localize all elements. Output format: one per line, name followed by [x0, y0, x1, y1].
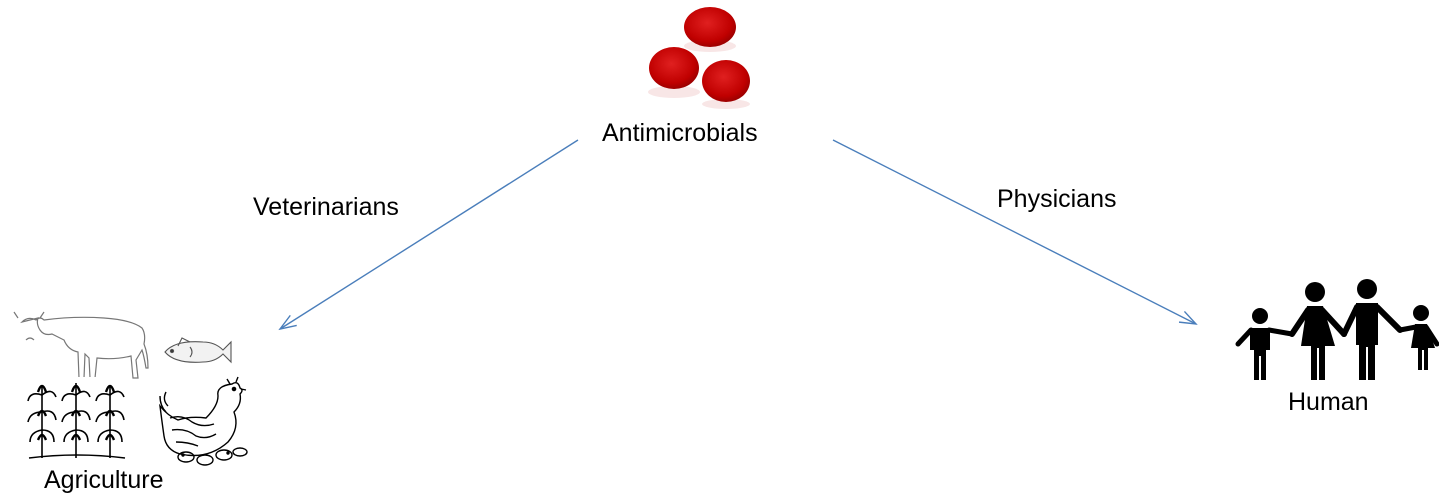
chicken-icon [160, 377, 247, 465]
antimicrobials-label: Antimicrobials [602, 121, 758, 146]
fish-icon [165, 338, 231, 362]
agriculture-label: Agriculture [44, 468, 164, 493]
physicians-label: Physicians [997, 187, 1117, 212]
human-label: Human [1288, 390, 1369, 415]
cow-icon [14, 312, 148, 378]
veterinarians-label: Veterinarians [253, 195, 399, 220]
corn-crops-icon [28, 377, 125, 461]
